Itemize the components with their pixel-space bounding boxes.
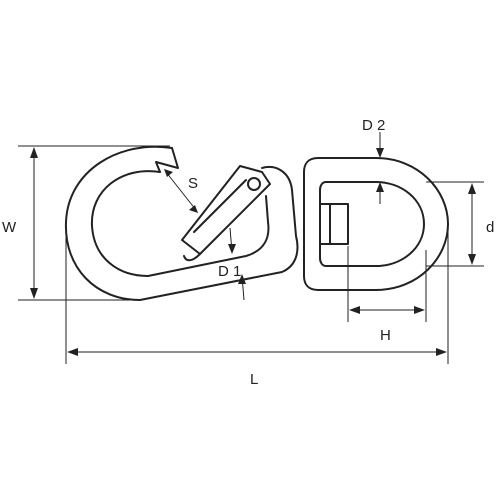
s-arrow-a <box>164 169 173 177</box>
s-dimension-line <box>165 171 197 211</box>
d-label: d <box>486 219 494 236</box>
dimension-D1: D 1 <box>218 227 246 301</box>
l-label: L <box>250 371 258 388</box>
s-arrow-b <box>189 205 198 213</box>
h-arrow-left <box>349 306 360 314</box>
d2-arrow-bottom <box>376 182 384 192</box>
d2-label: D 2 <box>362 117 385 134</box>
h-arrow-right <box>414 306 425 314</box>
gate-tail <box>183 253 201 262</box>
swivel-eye <box>303 157 449 291</box>
hook-inner-contour <box>90 170 270 277</box>
dimension-L: L <box>65 226 449 388</box>
d1-arrow-bottom <box>238 274 246 284</box>
hook-tip <box>155 147 179 173</box>
d1-arrow-top <box>228 244 236 254</box>
hook-outer-contour <box>64 145 299 301</box>
h-label: H <box>380 327 391 344</box>
gate-inner-line <box>193 179 247 233</box>
hook-body <box>64 145 299 301</box>
s-label: S <box>188 175 198 192</box>
dimension-H: H <box>347 246 427 344</box>
dimension-S: S <box>164 169 198 213</box>
gate-pivot <box>247 177 261 191</box>
d1-label: D 1 <box>218 263 241 280</box>
w-arrow-bottom <box>30 288 38 299</box>
d-arrow-bottom <box>468 254 476 265</box>
d-arrow-top <box>468 183 476 194</box>
l-arrow-right <box>436 348 447 356</box>
dimension-d: d <box>426 181 494 267</box>
dimension-D2: D 2 <box>362 117 385 204</box>
w-arrow-top <box>30 147 38 158</box>
gate-outline <box>181 165 271 255</box>
eye-outer-contour <box>303 157 449 291</box>
w-label: W <box>2 219 17 236</box>
d2-arrow-top <box>376 148 384 158</box>
dimension-W: W <box>2 145 170 301</box>
eye-inner-contour <box>319 181 425 267</box>
spring-gate <box>181 165 271 262</box>
l-arrow-left <box>67 348 78 356</box>
eye-shank-block <box>329 203 349 245</box>
